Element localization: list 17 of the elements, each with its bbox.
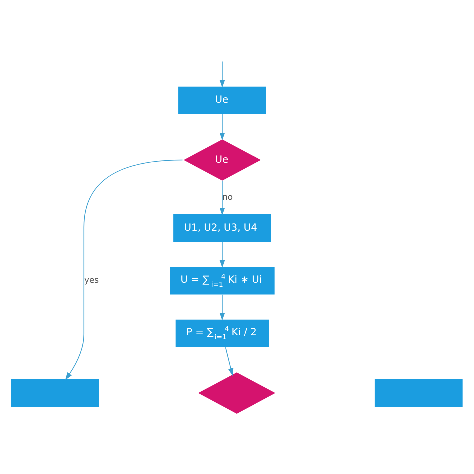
arrow [225, 346, 234, 376]
node-diamond: Ue [184, 139, 262, 180]
arrow [220, 294, 226, 320]
node-box: Ue [178, 86, 266, 114]
node-box: U1, U2, U3, U4 [174, 214, 272, 242]
node-box [374, 379, 463, 407]
arrow [220, 60, 226, 88]
arrow [220, 180, 226, 216]
node-diamond [198, 372, 276, 414]
edge-label: yes [84, 274, 100, 285]
node-box: P = ∑$_{i=1}$$^{4}$ Ki / 2 [176, 319, 270, 347]
arrow [220, 114, 226, 140]
edge-label: no [222, 191, 234, 202]
node-box: U = ∑$_{i=1}$$^{4}$ Ki ∗ Ui [170, 266, 275, 294]
arrow [65, 159, 184, 380]
node-box [11, 379, 100, 407]
arrow [220, 241, 226, 268]
